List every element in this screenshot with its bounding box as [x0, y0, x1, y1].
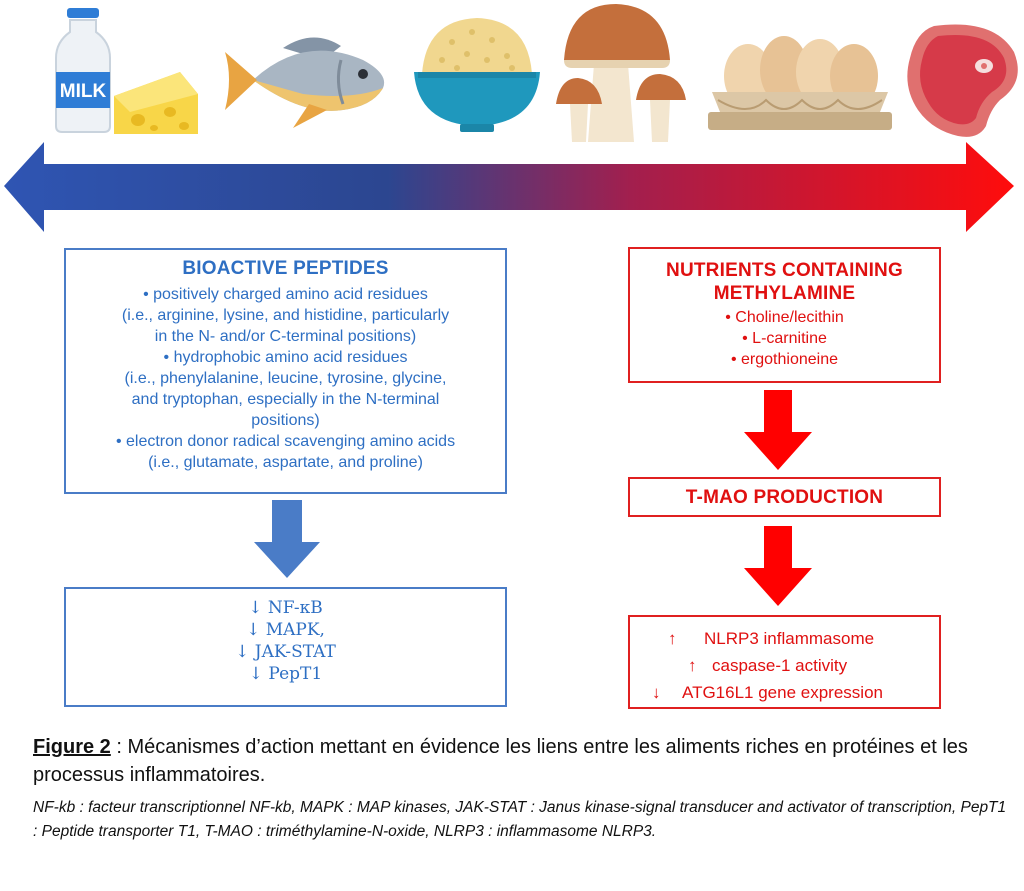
peptide-line: positions) — [251, 412, 320, 429]
effect-line: ↓ NF-κB — [248, 598, 323, 618]
nutrient-item: • ergothioneine — [730, 351, 838, 368]
down-arrow: ↓ — [652, 683, 661, 702]
right-effects-box: ↑NLRP3 inflammasome ↑caspase-1 activity … — [628, 615, 941, 709]
milk-cheese-icon: MILK — [55, 8, 198, 134]
peptide-line: • positively charged amino acid residues — [143, 286, 428, 303]
effect-row: ↑ caspase-1 activity — [630, 652, 939, 679]
left-effects-box: ↓ NF-κB ↓ MAPK, ↓ JAK-STAT ↓ PepT1 — [64, 587, 507, 707]
effect-row: ↓ ATG16L1 gene expression — [630, 679, 939, 706]
up-arrow: ↑ — [668, 629, 677, 648]
nutrient-item: • Choline/lecithin — [725, 309, 844, 326]
effect-line: ↓ JAK-STAT — [235, 642, 336, 662]
peptide-line: in the N- and/or C-terminal positions) — [154, 328, 417, 345]
nutrient-item: • L-carnitine — [742, 330, 827, 347]
bioactive-peptides-title: BIOACTIVE PEPTIDES — [182, 258, 389, 279]
peptide-line: (i.e., glutamate, aspartate, and proline… — [148, 454, 423, 471]
fish-icon — [225, 37, 385, 128]
effect-text: NLRP3 inflammasome — [704, 629, 875, 648]
blue-down-arrow — [254, 500, 320, 578]
bioactive-peptides-box: BIOACTIVE PEPTIDES • positively charged … — [64, 248, 507, 494]
peptide-line: and tryptophan, especially in the N-term… — [131, 391, 440, 408]
svg-text:MILK: MILK — [60, 81, 107, 102]
methylamine-nutrients-box: NUTRIENTS CONTAINING METHYLAMINE • Choli… — [628, 247, 941, 383]
effect-line: ↓ PepT1 — [248, 664, 323, 684]
tmao-production-label: T-MAO PRODUCTION — [685, 487, 884, 508]
spectrum-double-arrow — [4, 142, 1014, 232]
mushrooms-icon — [556, 4, 686, 142]
peptide-line: • electron donor radical scavenging amin… — [115, 433, 456, 450]
effect-text: ATG16L1 gene expression — [682, 683, 883, 702]
grain-bowl-icon — [414, 18, 540, 132]
figure-label: Figure 2 — [33, 736, 111, 758]
nutrients-title-line2: METHYLAMINE — [713, 283, 856, 304]
figure-caption: Figure 2 : Mécanismes d’action mettant e… — [33, 733, 1008, 789]
effect-line: ↓ MAPK, — [246, 620, 325, 640]
eggs-icon — [708, 36, 892, 130]
abbreviations-note: NF-kb : facteur transcriptionnel NF-kb, … — [33, 799, 1007, 840]
red-down-arrow — [744, 390, 812, 470]
peptide-line: • hydrophobic amino acid residues — [163, 349, 408, 366]
meat-icon — [907, 24, 1018, 137]
peptide-line: (i.e., arginine, lysine, and histidine, … — [121, 307, 450, 324]
effect-row: ↑ NLRP3 inflammasome — [630, 625, 939, 652]
up-arrow: ↑ — [688, 656, 697, 675]
peptide-line: (i.e., phenylalanine, leucine, tyrosine,… — [124, 370, 447, 387]
tmao-production-box: T-MAO PRODUCTION — [628, 477, 941, 517]
nutrients-title-line1: NUTRIENTS CONTAINING — [666, 260, 903, 281]
effect-text: caspase-1 activity — [712, 656, 848, 675]
figure-caption-text: : Mécanismes d’action mettant en évidenc… — [33, 736, 968, 786]
red-down-arrow — [744, 526, 812, 606]
